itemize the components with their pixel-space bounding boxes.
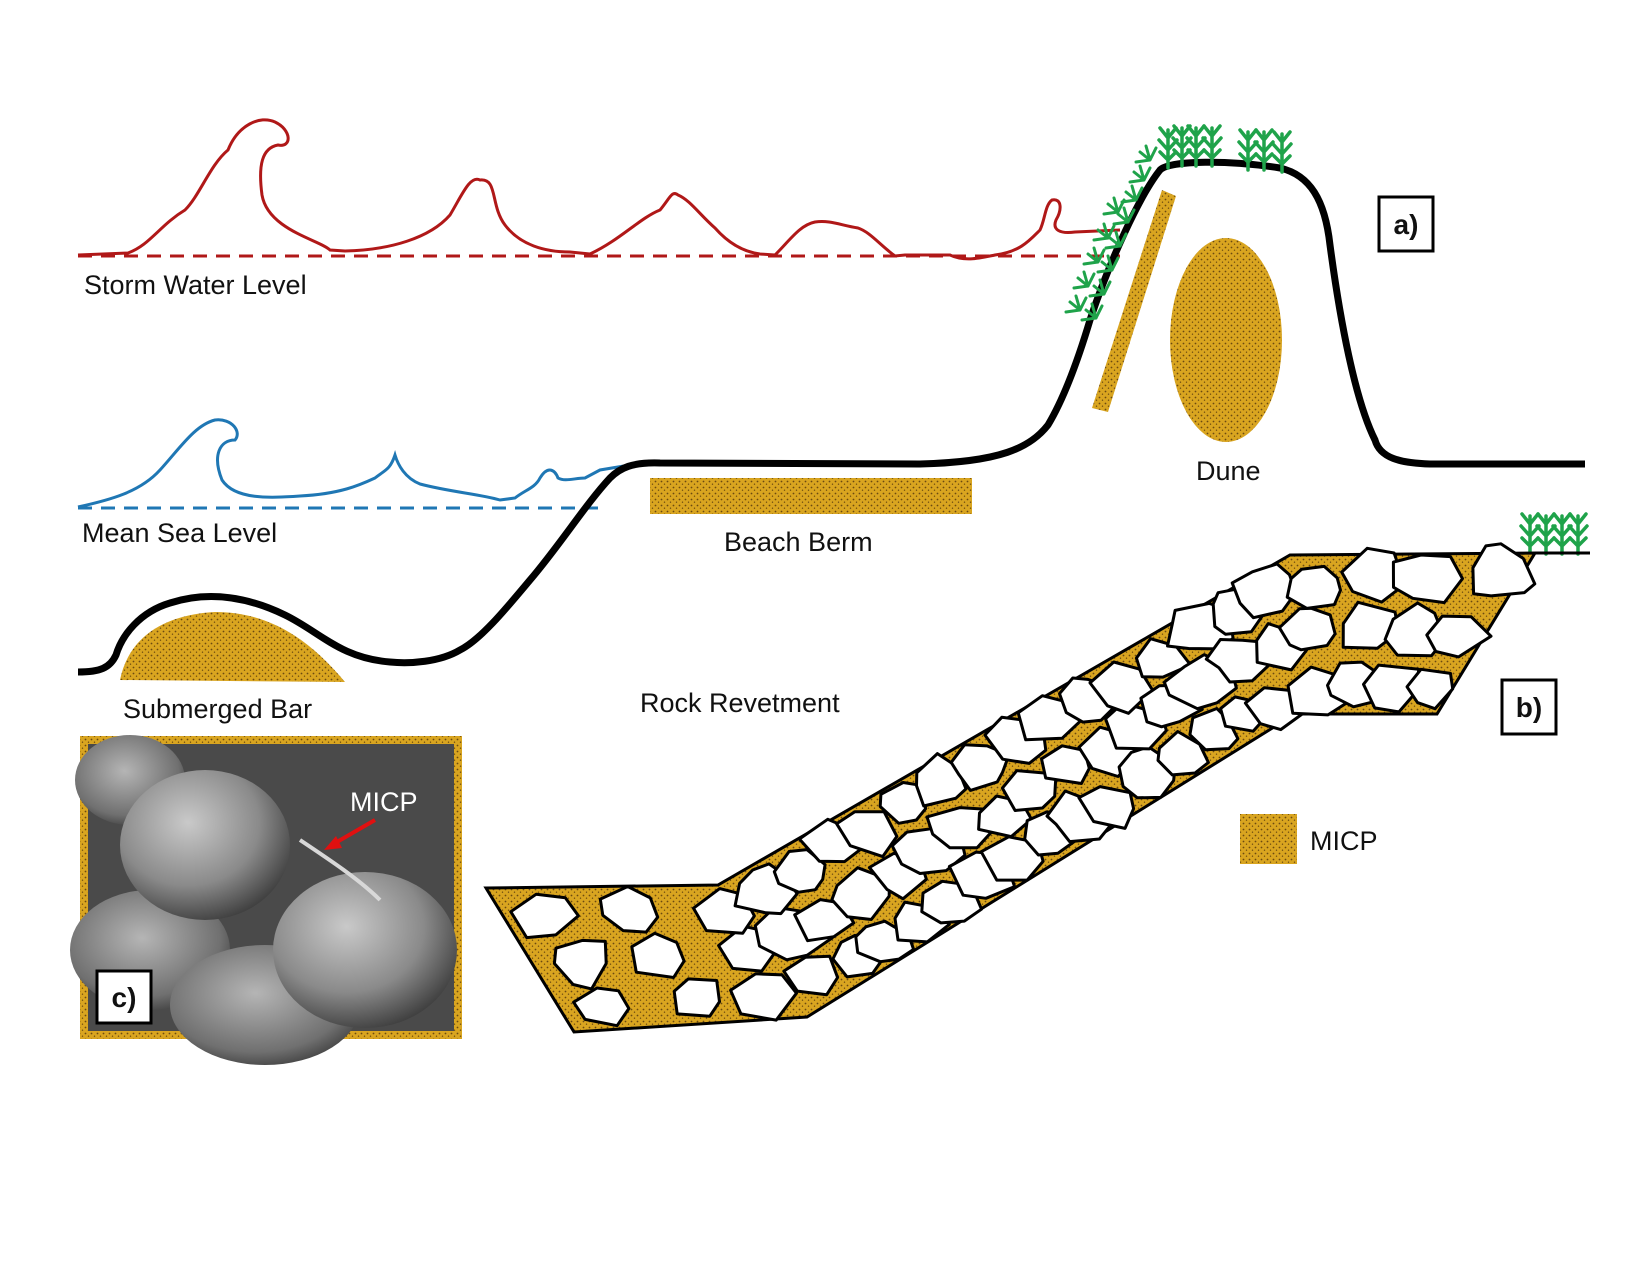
rock: [509, 892, 580, 940]
ground-profile: [77, 158, 1585, 676]
rock-revetment: [483, 542, 1590, 1034]
grass-tuft-icon: [1567, 512, 1589, 556]
rock: [630, 931, 686, 979]
rock: [1471, 542, 1537, 598]
storm-water-level-label: Storm Water Level: [84, 270, 307, 300]
rock: [782, 954, 840, 997]
dune-face-micp: [1092, 190, 1176, 412]
panel-c-box: [95, 969, 153, 1025]
rock: [1425, 614, 1493, 659]
rock: [1362, 663, 1421, 714]
panel-c-label: c): [112, 982, 137, 1013]
micp-swatch-icon: [1240, 814, 1297, 864]
grass-tuft-icon: [1551, 512, 1573, 556]
rock: [598, 885, 660, 934]
grass-tuft-icon: [1519, 512, 1541, 556]
rock-revetment-label: Rock Revetment: [640, 688, 840, 718]
micp-bond: [298, 838, 382, 902]
panel-a-box: [1377, 195, 1435, 253]
fern-icon: [1072, 270, 1096, 290]
rock: [572, 986, 631, 1028]
revetment-vegetation: [1519, 512, 1589, 556]
legend-micp-label: MICP: [1310, 826, 1378, 856]
rock: [1277, 606, 1337, 652]
beach-berm-micp: [650, 478, 972, 514]
beach-berm-label: Beach Berm: [724, 527, 873, 557]
sea-wave: [77, 418, 631, 509]
rock: [1285, 564, 1342, 610]
rock: [1340, 546, 1407, 604]
dune-label: Dune: [1196, 456, 1261, 486]
dune-core-micp: [1170, 238, 1282, 442]
grass-tuft-icon: [1535, 512, 1557, 556]
storm-wave: [77, 118, 1121, 261]
submerged-bar-label: Submerged Bar: [123, 694, 312, 724]
rock-fill: [509, 542, 1537, 1028]
rock: [925, 806, 993, 850]
micp-micrograph: MICP c): [70, 735, 462, 1065]
panel-a-label: a): [1394, 209, 1419, 240]
rock: [672, 977, 721, 1018]
photo-micp-label: MICP: [350, 787, 418, 817]
fern-icon: [1064, 294, 1088, 314]
panel-b-box: [1500, 678, 1558, 736]
mean-sea-level-label: Mean Sea Level: [82, 518, 277, 548]
rock: [729, 972, 798, 1022]
arrowhead-icon: [324, 836, 342, 850]
rock: [552, 938, 608, 991]
rock: [1230, 562, 1298, 620]
sand-grain: [120, 770, 290, 920]
fern-icon: [1134, 144, 1158, 164]
panel-b-label: b): [1516, 692, 1542, 723]
rock: [1405, 667, 1455, 711]
rock: [1391, 553, 1464, 605]
fern-icon: [1128, 164, 1152, 184]
submerged-bar-micp: [120, 612, 345, 682]
fern-icon: [1102, 196, 1126, 216]
sand-grain: [273, 872, 457, 1028]
